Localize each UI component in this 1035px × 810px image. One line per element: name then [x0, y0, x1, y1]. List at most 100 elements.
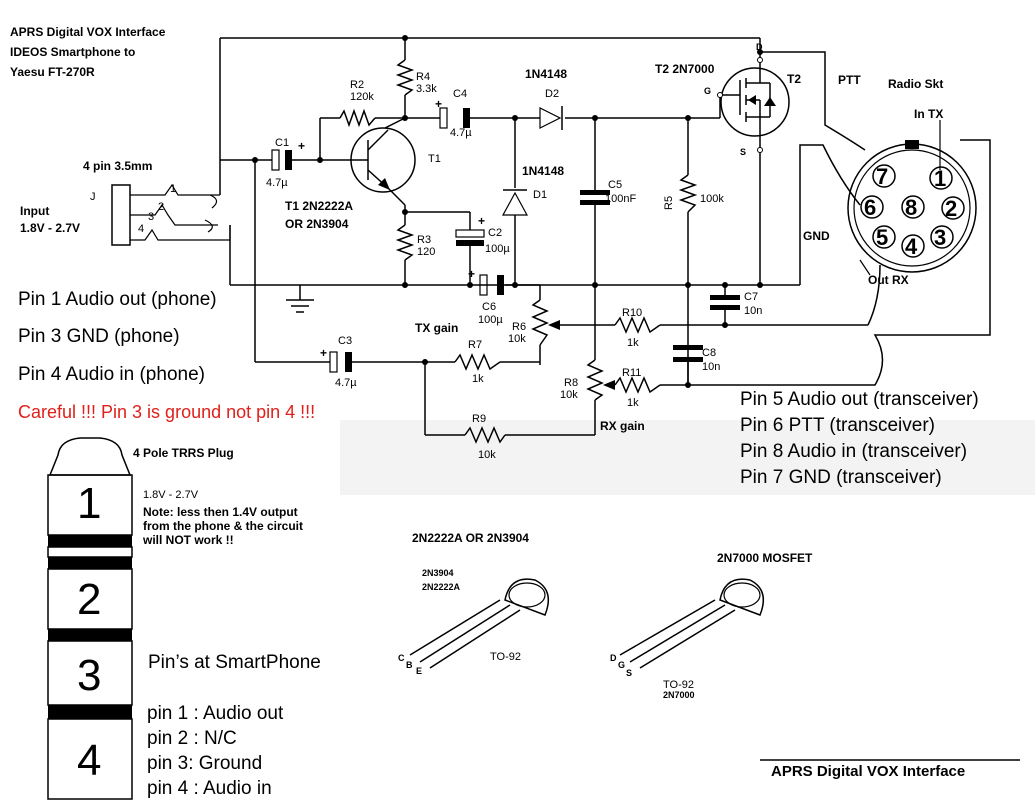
bjt-pin-b: B	[406, 660, 413, 670]
capacitor-c2	[455, 229, 485, 246]
c6-value: 100µ	[478, 314, 503, 326]
smartphone-pins-heading: Pin’s at SmartPhone	[148, 652, 321, 673]
input-range: 1.8V - 2.7V	[20, 221, 80, 235]
c8-value: 10n	[702, 361, 720, 373]
r9-value: 10k	[478, 449, 496, 461]
r3-value: 120	[417, 246, 435, 258]
fet-package-type: TO-92	[663, 679, 694, 691]
jack-pin-3: 3	[148, 211, 154, 223]
jack-type-label: 4 pin 3.5mm	[83, 159, 152, 173]
d2-ref: D2	[545, 88, 559, 100]
c1-plus: +	[298, 139, 305, 153]
t2-source: S	[740, 147, 746, 157]
t2-drain: D	[756, 42, 763, 52]
c3-plus: +	[320, 346, 327, 360]
bjt-package-type: TO-92	[490, 651, 521, 663]
trrs-note-range: 1.8V - 2.7V	[143, 489, 199, 501]
bjt-pin-c: C	[398, 653, 405, 663]
r4-value: 3.3k	[416, 83, 437, 95]
ground-warning: Careful !!! Pin 3 is ground not pin 4 !!…	[18, 402, 315, 422]
capacitor-c8	[673, 345, 703, 385]
jack-pin-1: 1	[170, 183, 176, 195]
c4-plus: +	[435, 97, 442, 111]
c4-ref: C4	[453, 88, 467, 100]
bjt-part-1: 2N3904	[422, 568, 454, 578]
radio-socket-label: Radio Skt	[888, 77, 943, 91]
resistor-r3	[395, 224, 415, 261]
input-label: Input	[20, 204, 49, 218]
radio-socket-pins: 7 1 6 8 2 5 4 3	[860, 164, 965, 259]
c8-ref: C8	[702, 347, 716, 359]
resistor-r11	[614, 376, 661, 394]
jack-pin-2: 2	[158, 201, 164, 213]
socket-pin-6: 6	[864, 195, 876, 220]
c4-value: 4.7µ	[450, 127, 472, 139]
resistor-r7	[454, 353, 501, 371]
r6-ref: R6	[512, 321, 526, 333]
resistor-r10	[614, 316, 661, 334]
bjt-package-drawing	[409, 578, 550, 669]
input-jack-symbol	[111, 183, 231, 246]
r10-ref: R10	[622, 307, 642, 319]
transceiver-pin8-label: Pin 8 Audio in (transceiver)	[740, 441, 967, 462]
r10-value: 1k	[627, 337, 639, 349]
diodes	[501, 106, 563, 216]
r11-value: 1k	[627, 397, 639, 409]
fet-part: 2N7000	[663, 690, 695, 700]
smartphone-pin-1: pin 1 : Audio out	[147, 703, 284, 724]
trrs-plug	[47, 437, 133, 800]
trrs-note-line2: from the phone & the circuit	[143, 519, 303, 533]
r2-value: 120k	[350, 91, 374, 103]
d2-part: 1N4148	[525, 67, 567, 81]
resistor-r2	[339, 108, 376, 128]
socket-pin-8: 8	[905, 195, 917, 220]
fet-pin-g: G	[618, 660, 625, 670]
socket-pin-2: 2	[945, 196, 957, 221]
wires	[219, 37, 868, 436]
in-tx-label: In TX	[914, 107, 943, 121]
smartphone-pin-3: pin 3: Ground	[147, 753, 262, 774]
diode-d2	[539, 106, 563, 130]
fet-pin-d: D	[610, 653, 617, 663]
jack-pin-4: 4	[138, 223, 144, 235]
c7-ref: C7	[744, 291, 758, 303]
fet-package-title: 2N7000 MOSFET	[717, 551, 813, 565]
shaded-area	[340, 420, 1035, 495]
r3-ref: R3	[417, 234, 431, 246]
c3-ref: C3	[338, 335, 352, 347]
out-rx-label: Out RX	[868, 273, 909, 287]
socket-pin-5: 5	[876, 225, 888, 250]
socket-pin-4: 4	[905, 234, 918, 259]
t2-part: T2 2N7000	[655, 62, 715, 76]
t1-part-line2: OR 2N3904	[285, 217, 349, 231]
smartphone-pin-4: pin 4 : Audio in	[147, 778, 272, 799]
r8-value: 10k	[560, 389, 578, 401]
c1-value: 4.7µ	[266, 177, 288, 189]
gnd-label: GND	[803, 229, 830, 243]
d1-ref: D1	[533, 189, 547, 201]
mosfet-t2-symbol	[717, 57, 790, 153]
socket-pin-7: 7	[876, 164, 888, 189]
c1-ref: C1	[275, 137, 289, 149]
resistor-r5	[678, 174, 698, 213]
socket-pin-3: 3	[934, 225, 946, 250]
c2-value: 100µ	[485, 243, 510, 255]
capacitor-c1	[271, 149, 292, 171]
rx-gain-label: RX gain	[600, 419, 645, 433]
r6-value: 10k	[508, 333, 526, 345]
c2-ref: C2	[488, 227, 502, 239]
fet-pin-s: S	[626, 668, 632, 678]
r11-ref: R11	[622, 367, 641, 379]
trrs-segment-4: 4	[77, 736, 101, 785]
diode-d1	[501, 189, 529, 216]
r2-ref: R2	[350, 79, 364, 91]
r5-ref: R5	[663, 196, 675, 210]
radio-socket	[847, 140, 977, 273]
trrs-segment-3: 3	[77, 651, 101, 700]
r7-ref: R7	[468, 339, 482, 351]
trrs-note-line3: will NOT work !!	[142, 533, 234, 547]
transistor-t1-symbol	[350, 127, 416, 193]
c3-value: 4.7µ	[335, 377, 357, 389]
potentiometer-r6	[531, 299, 549, 346]
